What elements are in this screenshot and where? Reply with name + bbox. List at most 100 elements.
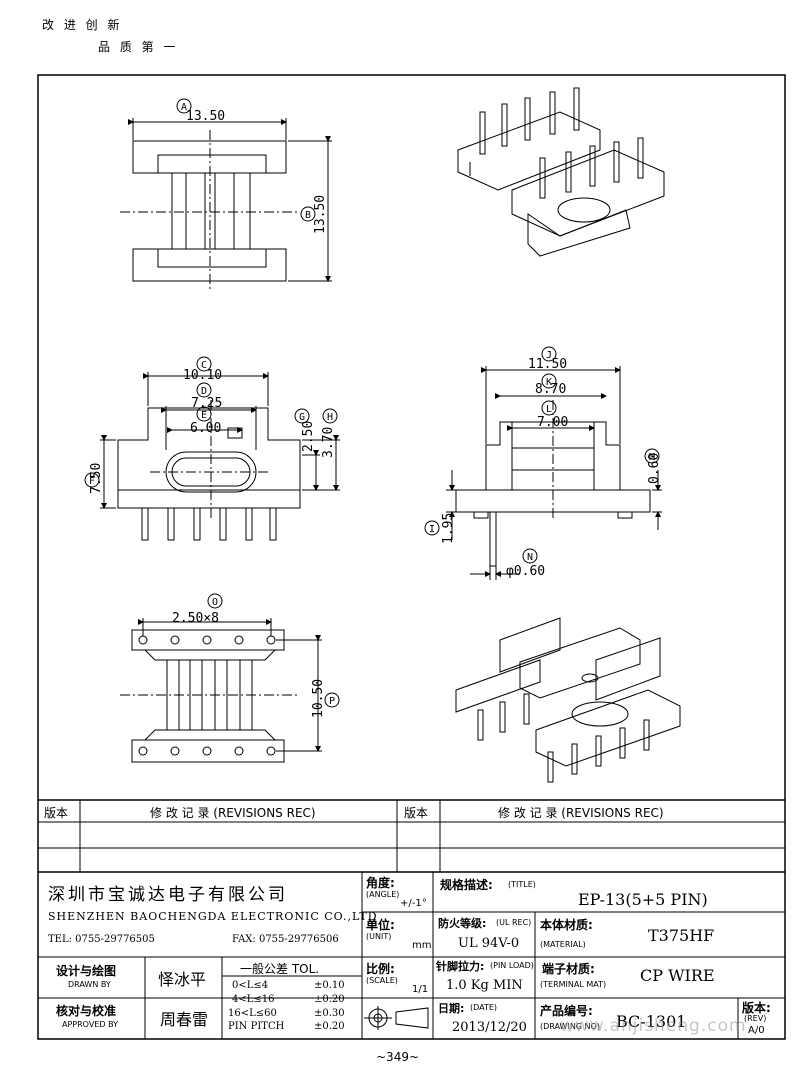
dim-E-value: 6.00 <box>190 421 221 436</box>
page-number: ~349~ <box>376 1050 420 1064</box>
dim-G-letter: G <box>299 412 305 423</box>
dim-P: P 10.50 <box>311 679 340 718</box>
title-block-grid <box>38 799 785 1039</box>
tol-range-3: 16<L≤60 <box>228 1008 277 1019</box>
bottom-view <box>120 618 322 763</box>
dim-I-letter: I <box>429 524 435 535</box>
slogan-innovation: 改 进 创 新 <box>42 18 123 32</box>
scale-label: 比例: <box>366 962 395 976</box>
dim-H-value: 3.70 <box>321 427 336 458</box>
dim-E-letter: E <box>201 410 207 421</box>
pin-load-value: 1.0 Kg MIN <box>446 978 523 993</box>
dim-A: A 13.50 <box>176 98 225 124</box>
scale-value: 1/1 <box>412 984 429 995</box>
revision-col-record-right: 修 改 记 录 (REVISIONS REC) <box>498 806 664 820</box>
slogan-quality: 品 质 第 一 <box>98 40 179 54</box>
dim-H: H 3.70 <box>321 408 338 458</box>
dim-A-value: 13.50 <box>186 109 225 124</box>
unit-label-en: (UNIT) <box>366 932 392 941</box>
dim-J-value: 11.50 <box>528 357 567 372</box>
date-value: 2013/12/20 <box>452 1020 527 1035</box>
tol-range-4: PIN PITCH <box>228 1021 285 1032</box>
title-value: EP-13(5+5 PIN) <box>578 890 708 909</box>
front-view <box>100 372 340 541</box>
drawn-by-value: 怿冰平 <box>158 970 207 989</box>
dim-B-value: 13.50 <box>313 195 328 234</box>
dim-D-letter: D <box>201 386 207 397</box>
drawing-no-value: BC-1301 <box>616 1012 687 1031</box>
material-label-en: (MATERIAL) <box>540 940 586 949</box>
unit-label: 单位: <box>366 918 395 932</box>
pin-load-label-en: (PIN LOAD) <box>490 961 534 970</box>
dim-M-letter: M <box>649 452 655 463</box>
dim-N-value: φ0.60 <box>506 564 545 579</box>
title-label-en: (TITLE) <box>508 880 536 889</box>
drawing-frame <box>37 74 786 1040</box>
tol-value-4: ±0.20 <box>314 1021 345 1032</box>
dim-G-value: 2.50 <box>301 421 316 452</box>
dim-G: G 2.50 <box>294 408 316 452</box>
isometric-view-bottom <box>455 617 681 783</box>
dim-N: N φ0.60 <box>506 548 545 579</box>
angle-label-en: (ANGLE) <box>366 890 400 899</box>
dim-D: D 7.25 <box>191 382 222 411</box>
tol-range-2: 4<L≤16 <box>232 994 275 1005</box>
dim-L: L 7.00 <box>537 400 568 430</box>
tol-range-1: 0<L≤4 <box>232 980 269 991</box>
dim-F-value: 7.50 <box>89 463 104 494</box>
dim-C-letter: C <box>201 360 207 371</box>
date-label-en: (DATE) <box>470 1003 498 1012</box>
tol-value-2: ±0.20 <box>314 994 345 1005</box>
dim-L-value: 7.00 <box>537 415 568 430</box>
dim-N-letter: N <box>527 552 533 563</box>
tol-value-1: ±0.10 <box>314 980 345 991</box>
pin-load-label: 针脚拉力: <box>436 960 485 973</box>
dim-A-letter: A <box>181 102 187 113</box>
angle-value: +/-1° <box>400 898 427 909</box>
dim-F-letter: F <box>89 476 95 487</box>
dim-O-value: 2.50×8 <box>172 611 219 626</box>
revision-col-version-left: 版本 <box>44 806 69 820</box>
scale-label-en: (SCALE) <box>366 976 398 985</box>
dim-I: I 1.95 <box>424 513 456 544</box>
revision-value: A/0 <box>748 1025 765 1036</box>
dim-O-letter: O <box>212 597 218 608</box>
dim-C: C 10.10 <box>183 356 222 383</box>
company-name-cn: 深圳市宝诚达电子有限公司 <box>48 885 288 905</box>
tol-value-3: ±0.30 <box>314 1008 345 1019</box>
drawn-by-label-en: DRAWN BY <box>68 980 111 989</box>
dim-B: B 13.50 <box>300 195 328 234</box>
company-tel: TEL: 0755-29776505 <box>48 934 155 945</box>
dim-E: E 6.00 <box>190 406 221 436</box>
watermark: www.anjisheng.com <box>560 1016 747 1036</box>
terminal-material-label-en: (TERMINAL MAT) <box>540 980 607 989</box>
dim-K-value: 8.70 <box>535 382 566 397</box>
dim-L-letter: L <box>546 404 552 415</box>
dim-P-value: 10.50 <box>311 679 326 718</box>
dim-J: J 11.50 <box>528 346 567 372</box>
dim-J-letter: J <box>546 350 552 361</box>
dim-K: K 8.70 <box>535 373 566 397</box>
title-label: 规格描述: <box>440 878 493 892</box>
dim-O: O 2.50×8 <box>172 593 223 626</box>
angle-label: 角度: <box>366 876 395 890</box>
approved-by-value: 周春雷 <box>160 1010 209 1029</box>
approved-by-label-en: APPROVED BY <box>62 1020 119 1029</box>
side-view <box>446 366 662 580</box>
material-label: 本体材质: <box>540 918 593 932</box>
tolerance-label: 一般公差 TOL. <box>240 962 320 976</box>
company-fax: FAX: 0755-29776506 <box>232 934 339 945</box>
material-value: T375HF <box>648 926 715 945</box>
drawing-no-label: 产品编号: <box>540 1004 593 1018</box>
drawing-no-label-en: (DRAWING NO) <box>540 1022 600 1031</box>
dim-C-value: 10.10 <box>183 368 222 383</box>
ul-value: UL 94V-0 <box>458 936 520 951</box>
unit-value: mm <box>412 940 432 951</box>
date-label: 日期: <box>438 1002 465 1015</box>
isometric-view-top <box>457 87 665 257</box>
ul-label: 防火等级: <box>438 917 487 930</box>
drawn-by-label: 设计与绘图 <box>56 964 117 978</box>
dim-B-letter: B <box>305 210 311 221</box>
terminal-material-value: CP WIRE <box>640 966 715 985</box>
